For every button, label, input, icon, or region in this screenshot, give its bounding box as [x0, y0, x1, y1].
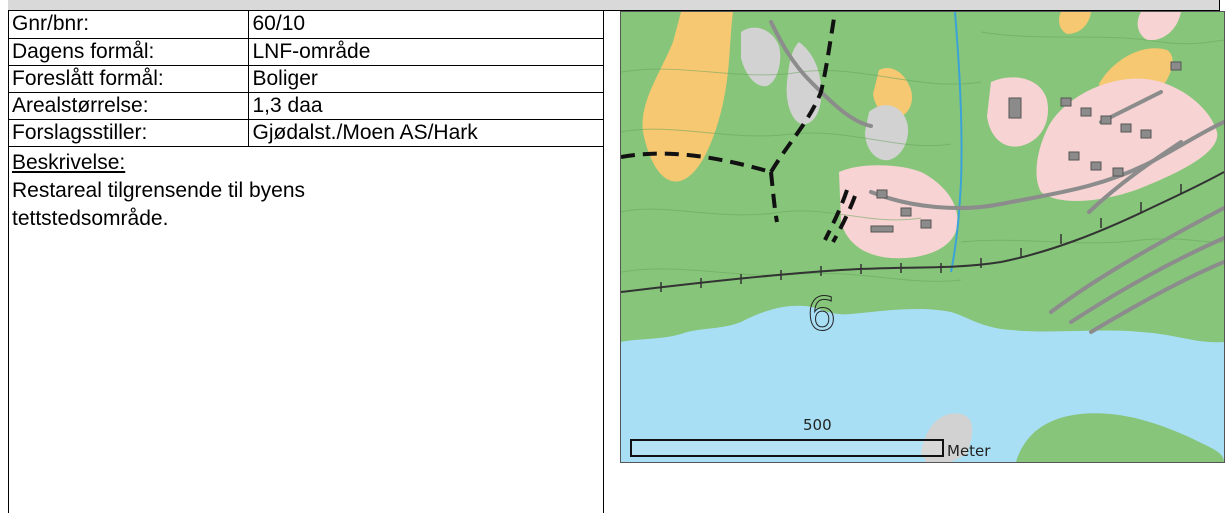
map-farmland	[1059, 12, 1091, 34]
scale-unit-label: Meter	[947, 442, 991, 460]
fact-value: Boliger	[247, 64, 604, 93]
table-row: Gnr/bnr: 60/10	[8, 11, 604, 39]
map-residential	[1137, 12, 1181, 41]
fact-label: Forslagsstiller:	[8, 118, 249, 147]
table-row: Arealstørrelse: 1,3 daa	[8, 91, 604, 120]
map-railway	[621, 171, 1224, 293]
fact-value: Gjødalst./Moen AS/Hark	[247, 118, 604, 147]
description-text: Restareal tilgrensende til byens tettste…	[12, 178, 305, 230]
fact-value: LNF-område	[247, 37, 604, 66]
table-row: Forslagsstiller: Gjødalst./Moen AS/Hark	[8, 118, 604, 147]
header-band	[8, 0, 1220, 11]
info-column: Gnr/bnr: 60/10 Dagens formål: LNF-område…	[8, 11, 604, 513]
description-block: Beskrivelse: Restareal tilgrensende til …	[8, 147, 603, 235]
map-svg: 6 500 Meter	[621, 12, 1224, 462]
scale-bar	[630, 439, 944, 457]
fact-label: Foreslått formål:	[8, 64, 249, 93]
map-buildings	[870, 61, 1182, 233]
facts-table: Gnr/bnr: 60/10 Dagens formål: LNF-område…	[8, 11, 604, 147]
table-row: Dagens formål: LNF-område	[8, 37, 604, 66]
map-farmland	[642, 12, 733, 182]
map-residential	[839, 165, 958, 259]
map-rock	[865, 105, 909, 161]
map-stream	[950, 12, 963, 273]
fact-label: Dagens formål:	[8, 37, 249, 66]
table-row: Foreslått formål: Boliger	[8, 64, 604, 93]
site-number-label: 6	[807, 287, 836, 341]
map-island-rock	[921, 413, 973, 462]
map-image: 6 500 Meter	[620, 11, 1225, 463]
fact-value: 1,3 daa	[247, 91, 604, 120]
fact-label: Arealstørrelse:	[8, 91, 249, 120]
map-island	[1016, 413, 1224, 462]
fact-value: 60/10	[247, 11, 604, 39]
map-boundary	[621, 12, 857, 243]
map-railway-ticks	[660, 184, 1182, 292]
scale-value-label: 500	[803, 416, 832, 434]
map-roads	[769, 20, 1224, 334]
description-heading: Beskrivelse:	[12, 150, 126, 174]
map-rock	[741, 27, 781, 87]
page-left-border	[8, 0, 9, 513]
fact-label: Gnr/bnr:	[8, 11, 249, 39]
